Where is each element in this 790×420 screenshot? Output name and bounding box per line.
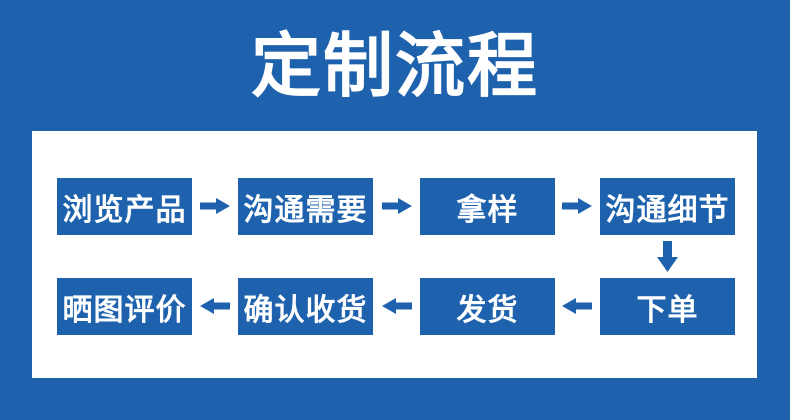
flow-step-get-sample: 拿样: [420, 178, 555, 235]
flow-step-browse-products: 浏览产品: [57, 178, 192, 235]
flow-step-label: 拿样: [456, 192, 519, 228]
arrow-left-icon: [200, 298, 230, 314]
flow-step-ship-goods: 发货: [420, 278, 555, 335]
flow-panel: 浏览产品 沟通需要 拿样 沟通细节 下单 发货 确认收货 晒图评价: [32, 131, 757, 378]
flow-step-place-order: 下单: [600, 278, 735, 335]
arrow-right-icon: [200, 198, 230, 214]
arrow-right-icon: [382, 198, 412, 214]
arrow-left-icon: [382, 298, 412, 314]
flow-step-label: 浏览产品: [62, 192, 187, 228]
flow-step-label: 沟通需要: [243, 192, 368, 228]
flow-step-post-review: 晒图评价: [57, 278, 192, 335]
flow-step-confirm-receipt: 确认收货: [238, 278, 373, 335]
arrow-down-icon: [657, 241, 678, 272]
flow-step-label: 发货: [456, 292, 519, 328]
flow-step-label: 下单: [636, 292, 699, 328]
arrow-left-icon: [562, 298, 592, 314]
flow-step-label: 确认收货: [243, 292, 368, 328]
flow-step-label: 晒图评价: [62, 292, 187, 328]
flow-step-communicate-needs: 沟通需要: [238, 178, 373, 235]
flow-step-label: 沟通细节: [605, 192, 730, 228]
flow-step-discuss-details: 沟通细节: [600, 178, 735, 235]
page-title: 定制流程: [251, 24, 539, 107]
header-banner: 定制流程: [0, 0, 790, 131]
arrow-right-icon: [562, 198, 592, 214]
